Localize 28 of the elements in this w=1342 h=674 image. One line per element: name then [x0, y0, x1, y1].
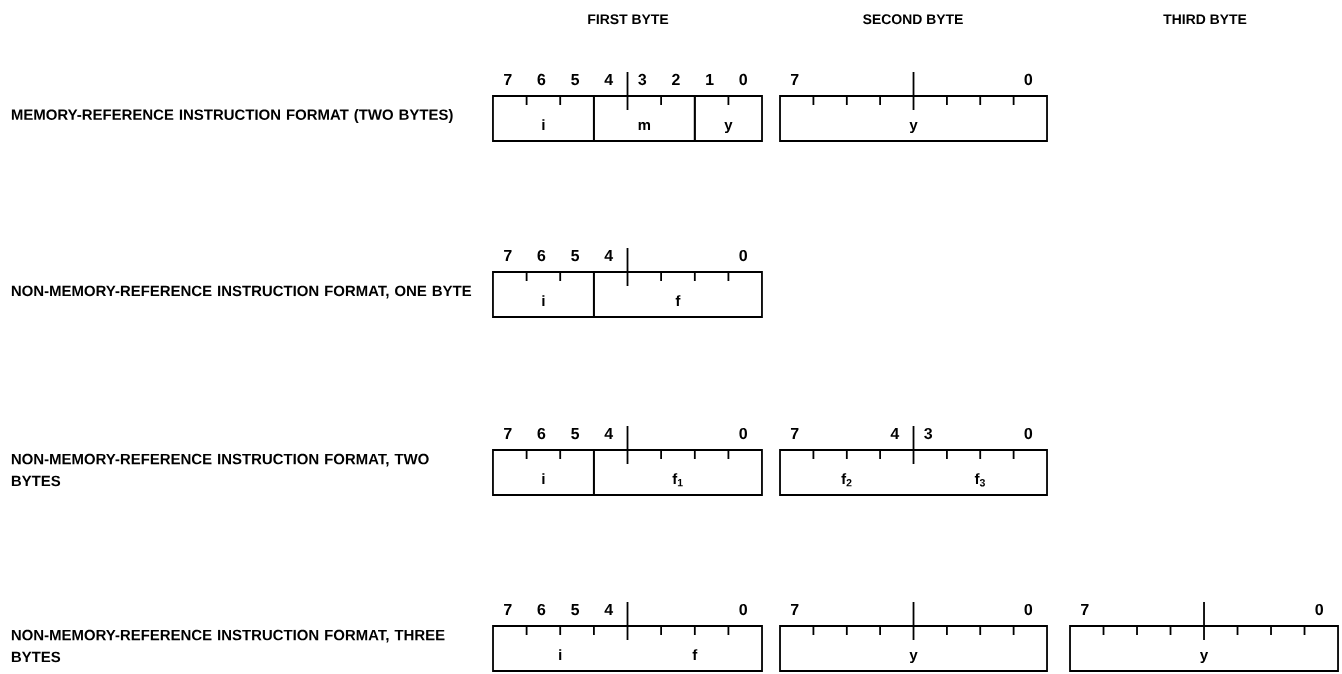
field-box: i: [492, 95, 595, 142]
bit-number: 1: [706, 74, 714, 85]
column-heading: THIRD BYTE: [1163, 14, 1247, 24]
bit-number: 7: [1081, 604, 1089, 615]
format-label: NON-MEMORY-REFERENCE INSTRUCTION FORMAT, ONE BYTE: [11, 285, 472, 299]
format-label: MEMORY-REFERENCE INSTRUCTION FORMAT (TWO BYTES): [11, 109, 453, 123]
bit-number: 0: [739, 427, 747, 440]
field-box: y: [693, 95, 763, 142]
bit-number: 7: [790, 428, 799, 439]
bit-number: 5: [571, 428, 580, 440]
bit-number: 7: [790, 74, 799, 85]
bit-number: 5: [571, 250, 580, 262]
bit-number: 4: [604, 428, 614, 439]
bit-number: 4: [604, 74, 614, 85]
field-box: i: [492, 449, 595, 496]
field-box: i: [492, 271, 595, 318]
bit-number: 0: [739, 73, 747, 86]
bit-number: 3: [638, 73, 647, 86]
format-label: NON-MEMORY-REFERENCE INSTRUCTION FORMAT, THREE BYTES: [11, 629, 445, 663]
bit-number: 4: [604, 250, 614, 261]
column-heading: FIRST BYTE: [588, 14, 669, 25]
bit-number: 2: [672, 73, 680, 85]
bit-number: 5: [571, 74, 580, 86]
format-label: NON-MEMORY-REFERENCE INSTRUCTION FORMAT, TWO BYTES: [11, 453, 429, 487]
bit-number: 0: [739, 603, 747, 616]
column-heading: SECOND BYTE: [863, 14, 963, 25]
bit-number: 7: [790, 604, 799, 615]
bit-number: 0: [1024, 603, 1033, 616]
